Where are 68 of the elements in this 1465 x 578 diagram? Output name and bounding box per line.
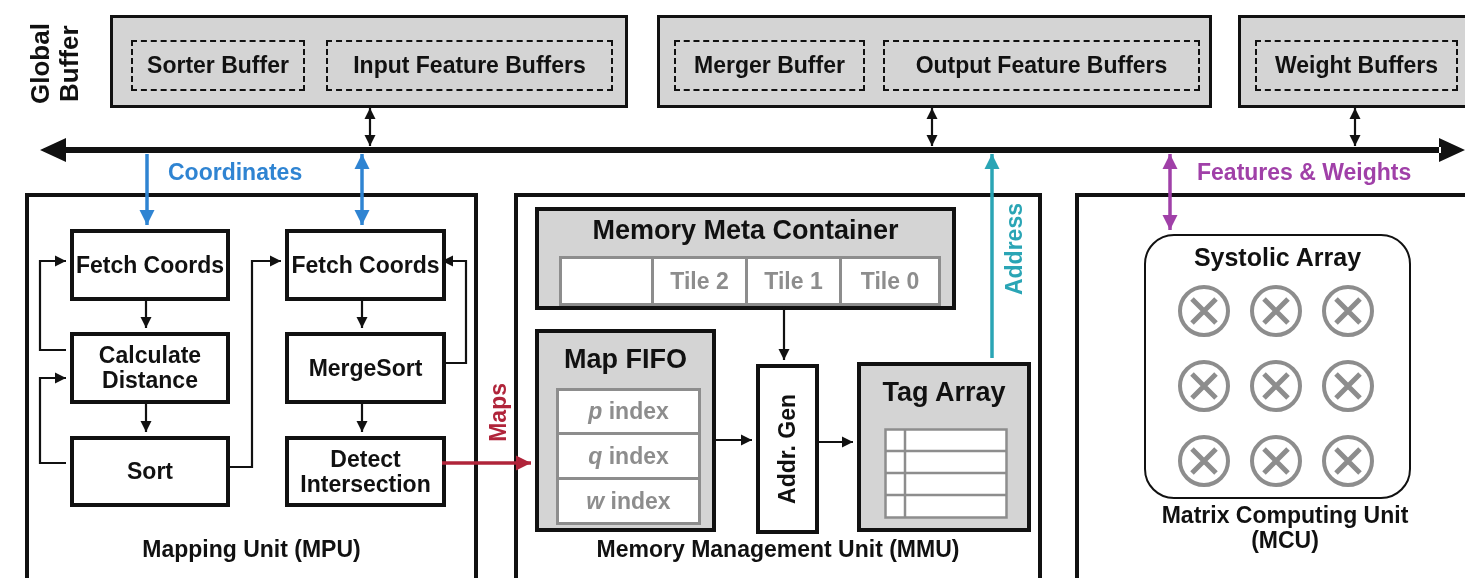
memory-cell <box>651 256 748 306</box>
unit-panel <box>25 193 478 578</box>
memory-cell <box>556 432 701 480</box>
box-label: Weight Buffers <box>1274 53 1439 78</box>
box-label: Output Feature Buffers <box>915 53 1168 78</box>
box-label: w index <box>586 488 671 514</box>
box-label: Fetch Coords <box>291 252 440 278</box>
box-label: Detect Intersection <box>299 446 432 497</box>
memory-block <box>535 329 716 532</box>
unit-panel <box>1075 193 1465 578</box>
array-panel <box>1144 234 1411 499</box>
process-box <box>756 364 819 534</box>
process-box <box>285 332 446 404</box>
memory-block <box>535 207 956 310</box>
process-box <box>70 229 230 301</box>
arrow <box>38 372 66 465</box>
arrow <box>139 154 155 225</box>
process-box <box>285 436 446 507</box>
edge-label: Features & Weights <box>1197 160 1412 185</box>
memory-cell <box>559 256 654 306</box>
box-label: Memory Management Unit (MMU) <box>596 537 960 562</box>
arrow <box>354 154 370 225</box>
arrow <box>364 108 376 146</box>
arrow <box>984 154 1000 358</box>
box-label: Memory Meta Container <box>592 216 899 246</box>
memory-cell <box>556 388 701 435</box>
box-label: q index <box>588 443 669 469</box>
edge-label: Maps <box>486 383 511 442</box>
memory-cell <box>745 256 842 306</box>
box-label: Calculate Distance <box>97 343 203 393</box>
box-label: Input Feature Buffers <box>353 53 586 78</box>
bus-arrow <box>40 136 1465 164</box>
box-label: MergeSort <box>308 355 423 381</box>
buffer-panel <box>110 15 628 108</box>
memory-cell <box>839 256 941 306</box>
box-label: Sort <box>127 459 173 484</box>
buffer-region <box>131 40 305 91</box>
buffer-region <box>326 40 613 91</box>
memory-block <box>857 362 1031 532</box>
box-label: Tile 0 <box>860 268 920 294</box>
memory-cell <box>556 477 701 525</box>
box-label: Addr. Gen <box>775 394 800 504</box>
arrow <box>1162 154 1178 230</box>
process-box <box>70 436 230 507</box>
box-label: Tag Array <box>882 378 1006 408</box>
box-label: Systolic Array <box>1193 244 1362 271</box>
process-box <box>285 229 446 301</box>
arrow <box>38 255 66 352</box>
buffer-region <box>883 40 1200 91</box>
box-label: Fetch Coords <box>75 252 225 278</box>
box-label: Matrix Computing Unit (MCU) <box>1160 503 1410 553</box>
process-box <box>70 332 230 404</box>
unit-panel <box>514 193 1042 578</box>
buffer-region <box>674 40 865 91</box>
box-label: Sorter Buffer <box>147 53 289 78</box>
buffer-panel <box>657 15 1212 108</box>
buffer-region <box>1255 40 1458 91</box>
box-label: p index <box>588 399 669 424</box>
buffer-panel <box>1238 15 1465 108</box>
arrow <box>1349 108 1361 146</box>
box-label: Map FIFO <box>564 345 687 375</box>
box-label: Tile 1 <box>764 268 823 294</box>
arrow <box>926 108 938 146</box>
side-label: Global Buffer <box>26 22 84 107</box>
box-label: Mapping Unit (MPU) <box>142 537 361 562</box>
arrow <box>442 455 531 471</box>
box-label: Merger Buffer <box>694 53 845 78</box>
box-label: Tile 2 <box>670 268 729 294</box>
